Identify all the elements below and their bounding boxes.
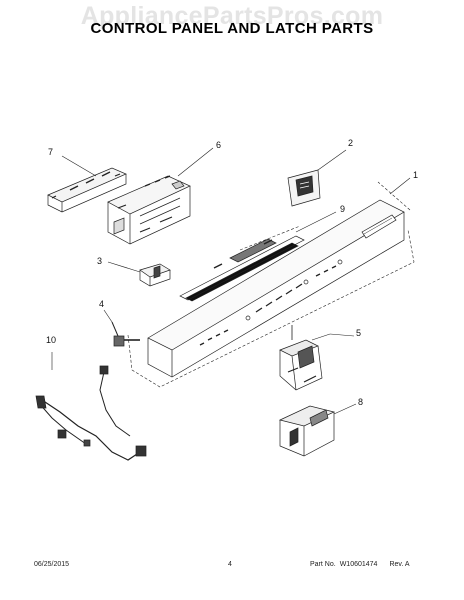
part-5-latch: [279, 333, 331, 391]
callout-10: 10: [46, 335, 56, 345]
footer-page-number: 4: [228, 561, 232, 568]
footer-part-number: W10601474: [339, 561, 378, 568]
callout-9: 9: [340, 204, 345, 214]
footer-part-info: Part No.W10601474 Rev. A: [310, 561, 410, 568]
callout-1: 1: [413, 170, 418, 180]
callout-7: 7: [48, 147, 53, 157]
footer-date: 06/25/2015: [34, 561, 70, 568]
page-title: CONTROL PANEL AND LATCH PARTS: [90, 20, 374, 37]
part-4-screw: [111, 321, 140, 347]
callout-3: 3: [97, 256, 102, 266]
part-9-display-strip: [179, 225, 305, 302]
footer-part-label: Part No.: [310, 561, 336, 568]
part-10-wire-harness: [35, 352, 147, 461]
callout-2: 2: [348, 138, 353, 148]
part-6-control-board: [107, 175, 191, 245]
part-7-bracket: [47, 167, 127, 213]
part-2-insert: [287, 169, 321, 207]
part-1-console-panel: [147, 199, 405, 378]
watermark: AppliancePartsPros.com: [80, 2, 384, 30]
callout-5: 5: [356, 328, 361, 338]
part-8-latch-housing: [278, 405, 336, 457]
part-3-clip: [139, 263, 171, 287]
footer-revision: Rev. A: [389, 561, 410, 568]
callout-4: 4: [99, 299, 104, 309]
callout-8: 8: [358, 397, 363, 407]
callout-6: 6: [216, 140, 221, 150]
